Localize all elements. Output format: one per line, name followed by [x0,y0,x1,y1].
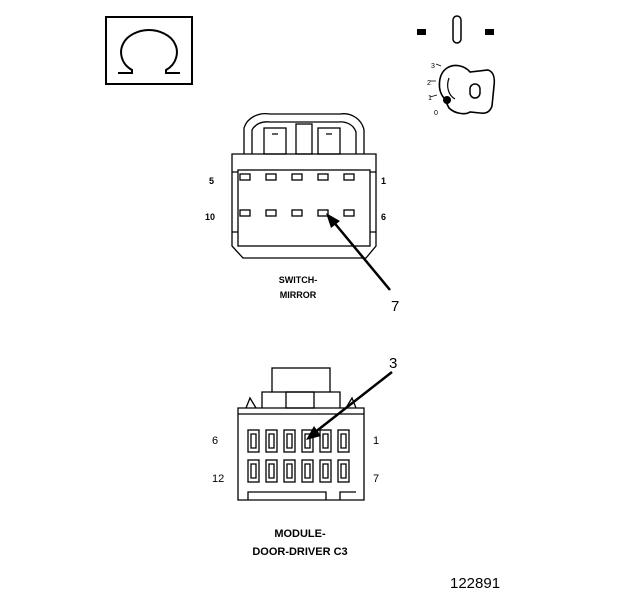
key-position-3: 3 [431,63,435,70]
key-position-0: 0 [434,110,438,117]
connector-caption-line1: SWITCH- [279,275,318,285]
door-driver-connector [237,367,365,501]
pin-label-5: 5 [209,176,214,186]
figure-number: 122891 [450,575,500,592]
key-position-2: 2 [427,80,431,87]
pin-label-10: 10 [205,212,215,222]
connector-caption-line1-bottom: MODULE- [274,528,326,540]
key-position-1: 1 [428,95,432,102]
pin-label-7: 7 [373,473,379,485]
callout-arrow-3 [306,371,393,440]
callout-arrow-7 [326,213,391,291]
omega-icon [105,16,193,85]
ignition-key-icon [417,15,496,115]
callout-number-7: 7 [391,298,399,315]
callout-number-3: 3 [389,355,397,372]
switch-mirror-connector [231,112,377,259]
pin-label-6-bottom: 6 [212,435,218,447]
connector-caption-line2-bottom: DOOR-DRIVER C3 [252,546,347,558]
connector-caption-line2: MIRROR [280,290,317,300]
pin-label-6: 6 [381,212,386,222]
pin-label-12: 12 [212,473,224,485]
pin-label-1-bottom: 1 [373,435,379,447]
pin-label-1: 1 [381,176,386,186]
